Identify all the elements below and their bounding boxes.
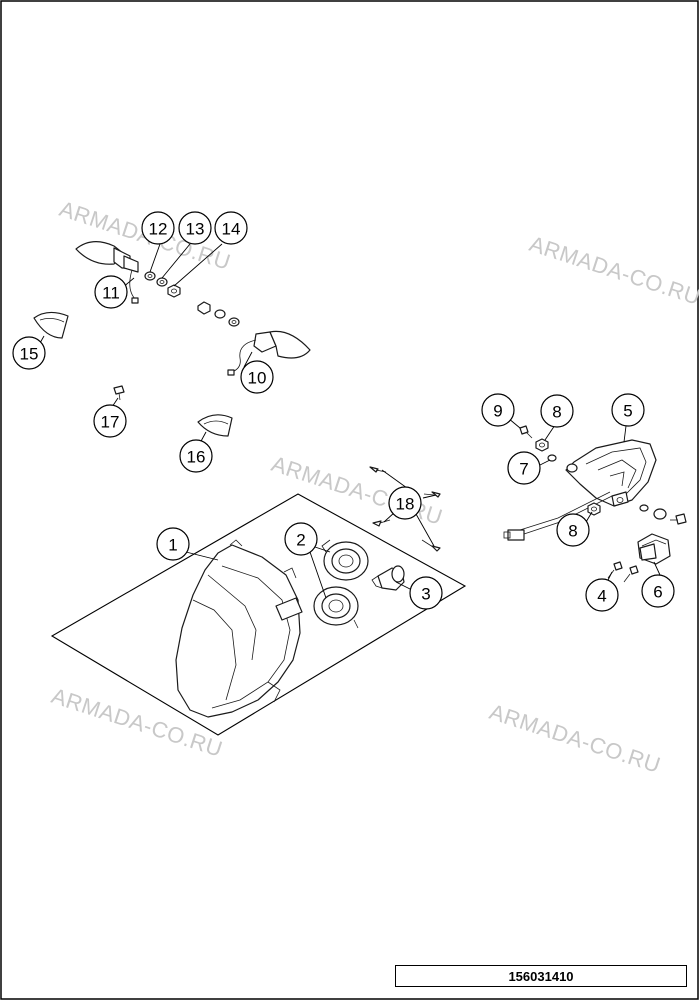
callout-9: 9	[481, 393, 515, 427]
callout-1-label: 1	[168, 536, 177, 555]
callout-13: 13	[178, 211, 212, 245]
callout-6-label: 6	[653, 583, 662, 602]
callout-6: 6	[641, 574, 675, 608]
callout-2: 2	[284, 522, 318, 556]
callout-10: 10	[240, 360, 274, 394]
callout-18-label: 18	[396, 495, 415, 514]
callout-9-label: 9	[493, 402, 502, 421]
headlight-bulb	[371, 565, 405, 591]
watermark-2: ARMADA-CO.RU	[526, 231, 699, 310]
callout-12-label: 12	[149, 220, 168, 239]
callout-7-label: 7	[519, 460, 528, 479]
callout-15: 15	[12, 336, 46, 370]
callout-15-label: 15	[20, 345, 39, 364]
headlight-housing	[175, 539, 303, 718]
washer-7	[547, 454, 557, 462]
watermark-3: ARMADA-CO.RU	[268, 451, 445, 530]
callout-4: 4	[585, 578, 619, 612]
cover-15	[33, 311, 69, 339]
callout-3: 3	[409, 576, 443, 610]
callout-10-label: 10	[248, 369, 267, 388]
callout-16: 16	[179, 439, 213, 473]
callout-1: 1	[156, 527, 190, 561]
assembly-base-plane	[50, 493, 467, 736]
washer-12	[144, 271, 156, 281]
callout-3-label: 3	[421, 585, 430, 604]
lamp-ring-lower	[313, 586, 359, 629]
callout-8-upper-label: 8	[552, 403, 561, 422]
screws-4	[607, 561, 639, 583]
callout-17-label: 17	[101, 413, 120, 432]
callout-12: 12	[141, 211, 175, 245]
callout-11: 11	[94, 275, 128, 309]
nut-14	[167, 284, 181, 298]
lamp-ring-upper	[321, 539, 369, 581]
turn-signal-left	[75, 241, 139, 304]
turn-signal-right	[197, 301, 311, 376]
callout-11-label: 11	[102, 284, 120, 303]
nut-8-lower	[587, 502, 601, 516]
license-plate-light	[637, 533, 671, 565]
callout-5-label: 5	[623, 402, 632, 421]
tail-light-housing	[503, 439, 657, 541]
callout-8-lower-label: 8	[568, 522, 577, 541]
document-number: 156031410	[395, 965, 687, 987]
callout-14-label: 14	[222, 220, 241, 239]
cover-16	[197, 414, 233, 437]
callout-5: 5	[611, 393, 645, 427]
watermark-5: ARMADA-CO.RU	[486, 699, 663, 778]
callout-8-lower: 8	[556, 513, 590, 547]
callout-13-label: 13	[186, 220, 205, 239]
callout-17: 17	[93, 404, 127, 438]
nut-8-upper	[535, 438, 549, 452]
callout-4-label: 4	[597, 587, 606, 606]
callout-7: 7	[507, 451, 541, 485]
callout-18: 18	[388, 486, 422, 520]
callout-2-label: 2	[296, 531, 305, 550]
screw-9	[519, 425, 533, 439]
hardware-right	[639, 504, 687, 525]
callout-16-label: 16	[187, 448, 206, 467]
washer-13	[156, 277, 168, 287]
callout-14: 14	[214, 211, 248, 245]
callout-8-upper: 8	[540, 394, 574, 428]
screw-17	[113, 385, 125, 401]
